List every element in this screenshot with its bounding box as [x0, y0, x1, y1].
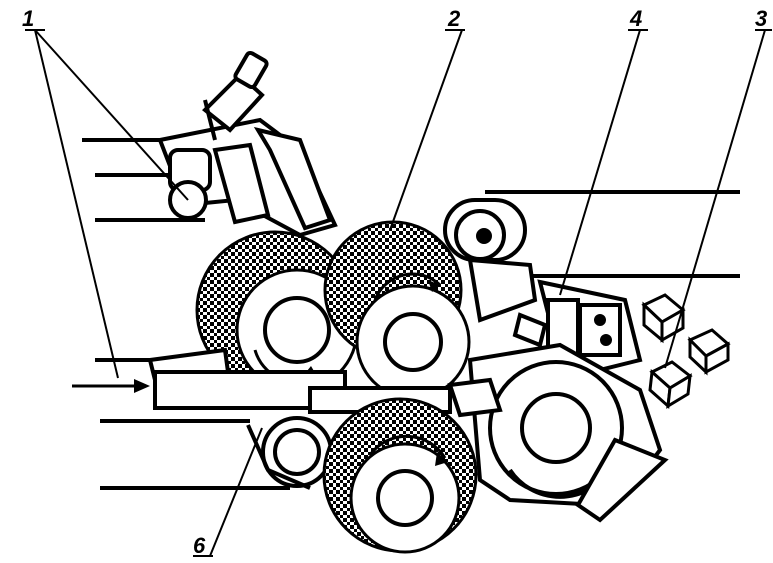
label-1: 1	[22, 6, 34, 31]
feed-table	[147, 347, 452, 414]
feed-direction-arrow	[72, 379, 150, 393]
upper-right-roller	[323, 220, 471, 400]
cube-2	[687, 328, 731, 376]
cutting-head-assembly	[443, 198, 669, 523]
lower-small-roller	[246, 416, 333, 490]
upper-arm-assembly	[157, 50, 338, 238]
callout-labels: 1 2 4 3 6	[22, 6, 767, 558]
label-4: 4	[629, 6, 642, 31]
output-cubes	[641, 293, 731, 410]
label-3: 3	[755, 6, 767, 31]
cube-3	[648, 360, 693, 410]
cube-1	[641, 293, 686, 344]
leader-lines	[25, 29, 772, 557]
label-6: 6	[193, 533, 206, 558]
lower-roller	[322, 397, 478, 554]
label-2: 2	[447, 6, 461, 31]
